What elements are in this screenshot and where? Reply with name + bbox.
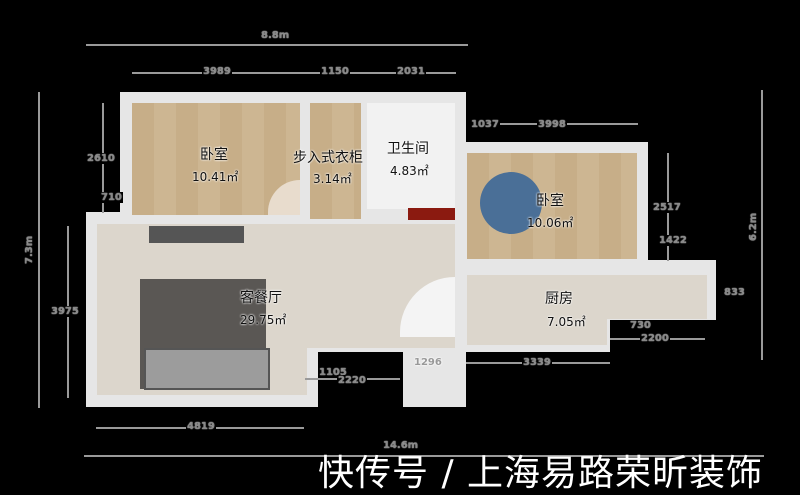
- bedroom2-rug: [480, 172, 542, 234]
- dim-top-1: 3989: [202, 66, 232, 77]
- room-area-closet: 3.14㎡: [313, 172, 352, 186]
- room-area-bathroom: 4.83㎡: [390, 164, 429, 178]
- dim-kitchen-right: 833: [723, 287, 746, 298]
- room-name-bathroom: 卫生间: [387, 141, 429, 157]
- dim-top-2: 1150: [320, 66, 350, 77]
- dim-left-2: 710: [100, 192, 123, 203]
- room-area-living: 29.75㎡: [240, 313, 287, 327]
- dim-bottom-3: 1105: [318, 367, 348, 378]
- dim-line-right-total: [761, 90, 763, 360]
- dim-top-total: 8.8m: [260, 30, 291, 41]
- dim-bottom-1: 1296: [414, 357, 442, 368]
- dim-top-3: 2031: [396, 66, 426, 77]
- dim-left-1: 2610: [86, 153, 116, 164]
- dim-bottom-2: 3339: [522, 357, 552, 368]
- closet-floor: [310, 103, 361, 219]
- room-area-kitchen: 7.05㎡: [547, 315, 586, 329]
- room-name-living: 客餐厅: [240, 290, 282, 306]
- bathroom-floor: [367, 103, 455, 209]
- watermark: 快传号 / 上海易路荣昕装饰: [318, 453, 764, 494]
- dim-right-total: 6.2m: [748, 211, 759, 242]
- dim-line-top-total: [86, 44, 468, 46]
- sofa: [144, 348, 270, 390]
- dim-line-top: [132, 72, 456, 74]
- room-name-bedroom2: 卧室: [536, 193, 564, 209]
- dim-bed2-top-2: 3998: [537, 119, 567, 130]
- dim-kitchen-2: 2200: [640, 333, 670, 344]
- kitchen-floor: [467, 275, 707, 319]
- room-name-closet: 步入式衣柜: [293, 150, 363, 166]
- dim-left-3: 3975: [50, 306, 80, 317]
- room-name-bedroom1: 卧室: [200, 147, 228, 163]
- kitchen-floor-lower: [467, 315, 607, 345]
- dim-line-left-total: [38, 92, 40, 408]
- bathroom-mat: [408, 208, 455, 220]
- room-area-bedroom1: 10.41㎡: [192, 170, 239, 184]
- dim-bed2-right-1: 2517: [652, 202, 682, 213]
- dim-bed2-right-2: 1422: [658, 235, 688, 246]
- dim-kitchen-1: 730: [629, 320, 652, 331]
- dim-bed2-top-1: 1037: [470, 119, 500, 130]
- dim-line-bottom-total: [84, 455, 764, 457]
- tv-cabinet: [149, 226, 244, 243]
- dim-bottom-5: 4819: [186, 421, 216, 432]
- room-area-bedroom2: 10.06㎡: [527, 216, 574, 230]
- dim-bottom-total: 14.6m: [382, 440, 420, 451]
- room-name-kitchen: 厨房: [545, 291, 573, 307]
- dim-left-total: 7.3m: [24, 234, 35, 265]
- dim-bottom-4: 2220: [337, 375, 367, 386]
